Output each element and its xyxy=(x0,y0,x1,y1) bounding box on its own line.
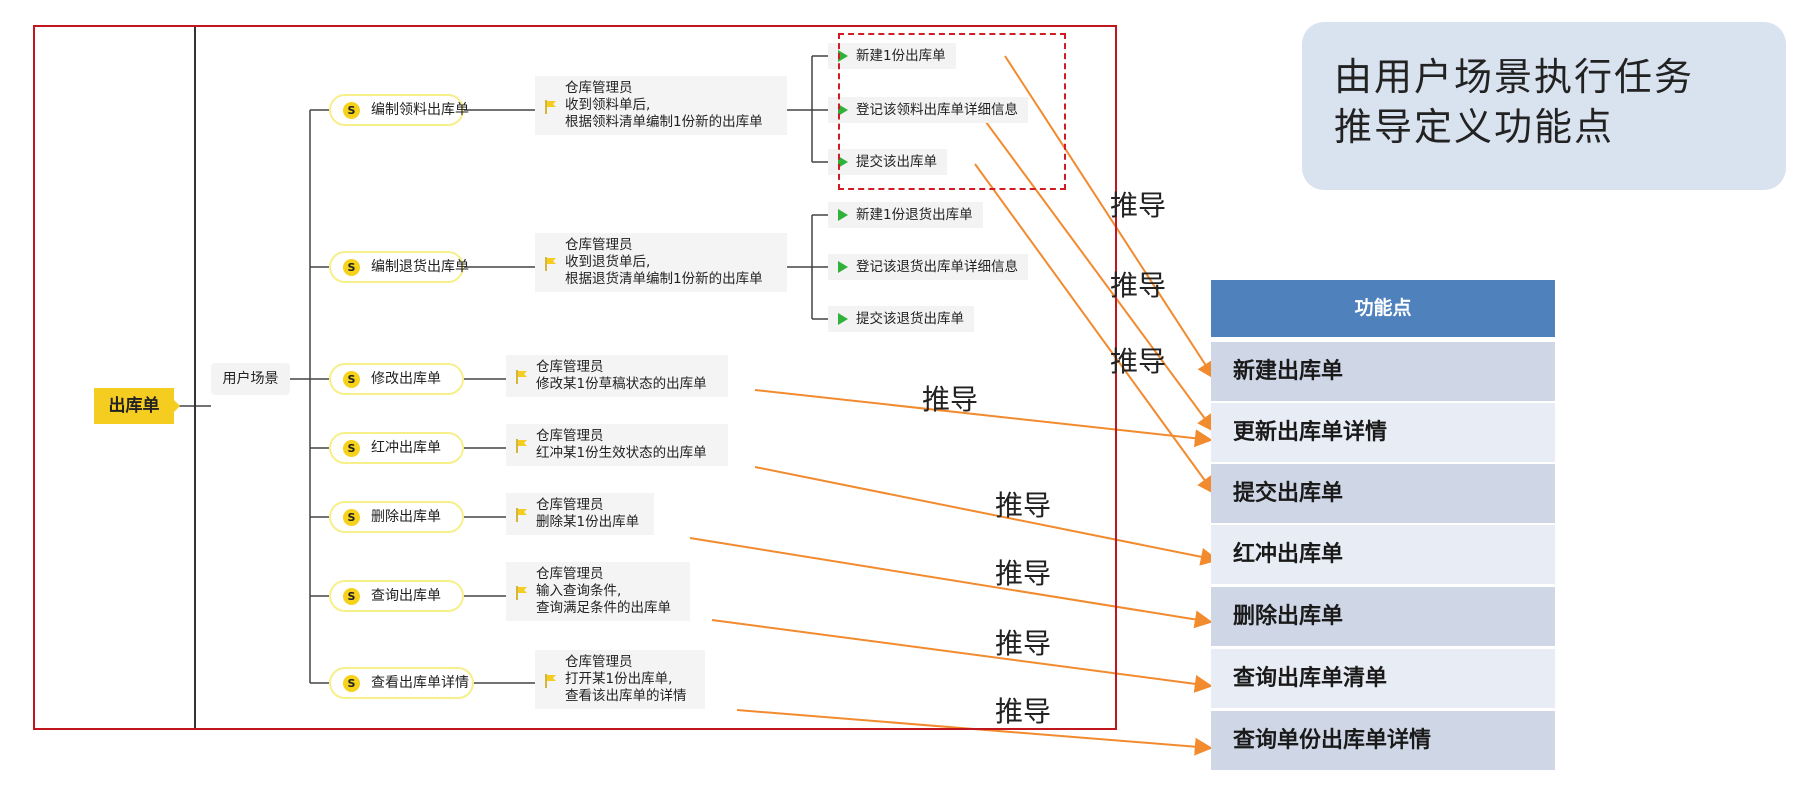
task-label: 提交该退货出库单 xyxy=(856,311,964,327)
task-label: 登记该领料出库单详细信息 xyxy=(856,102,1018,118)
scenario-label: 编制退货出库单 xyxy=(371,259,469,275)
role-line: 查询满足条件的出库单 xyxy=(536,600,671,616)
task-marker-icon xyxy=(838,209,848,221)
function-point-row[interactable]: 提交出库单 xyxy=(1211,464,1555,523)
mindmap-frame xyxy=(33,25,1117,730)
highlight-box xyxy=(838,33,1066,190)
function-point-row[interactable]: 查询出库单清单 xyxy=(1211,649,1555,708)
role-node[interactable]: 仓库管理员 收到退货单后, 根据退货清单编制1份新的出库单 xyxy=(535,233,787,292)
scenario-node[interactable]: S 删除出库单 xyxy=(329,501,464,533)
role-line: 仓库管理员 xyxy=(565,80,633,96)
scenario-node[interactable]: S 查询出库单 xyxy=(329,580,464,612)
scenario-label: 编制领料出库单 xyxy=(371,102,469,118)
scene-node[interactable]: 用户场景 xyxy=(211,363,290,395)
derive-label: 推导 xyxy=(995,557,1052,590)
role-node[interactable]: 仓库管理员 输入查询条件, 查询满足条件的出库单 xyxy=(506,562,690,621)
task-marker-icon xyxy=(838,104,848,116)
task-node[interactable]: 提交该出库单 xyxy=(828,149,947,175)
role-line: 收到退货单后, xyxy=(565,254,651,270)
task-marker-icon xyxy=(838,313,848,325)
flag-icon xyxy=(545,257,556,271)
scenario-label: 红冲出库单 xyxy=(371,440,441,456)
flag-icon xyxy=(516,370,527,384)
task-label: 新建1份出库单 xyxy=(856,48,946,64)
role-line: 仓库管理员 xyxy=(536,428,604,444)
scenario-node[interactable]: S 编制领料出库单 xyxy=(329,94,469,126)
role-line: 仓库管理员 xyxy=(536,566,604,582)
task-marker-icon xyxy=(838,50,848,62)
explanation-callout: 由用户场景执行任务 推导定义功能点 xyxy=(1302,22,1786,190)
function-point-row[interactable]: 查询单份出库单详情 xyxy=(1211,711,1555,770)
scenario-badge-icon: S xyxy=(343,371,360,388)
root-divider xyxy=(194,27,196,728)
scenario-badge-icon: S xyxy=(343,259,360,276)
callout-line: 推导定义功能点 xyxy=(1334,105,1615,149)
scenario-badge-icon: S xyxy=(343,440,360,457)
role-line: 仓库管理员 xyxy=(536,497,604,513)
role-node[interactable]: 仓库管理员 打开某1份出库单, 查看该出库单的详情 xyxy=(535,650,705,709)
scenario-badge-icon: S xyxy=(343,675,360,692)
scenario-node[interactable]: S 红冲出库单 xyxy=(329,432,464,464)
function-point-row[interactable]: 红冲出库单 xyxy=(1211,525,1555,584)
role-line: 根据退货清单编制1份新的出库单 xyxy=(565,271,763,287)
flag-icon xyxy=(545,100,556,114)
derive-label: 推导 xyxy=(995,695,1052,728)
task-label: 登记该退货出库单详细信息 xyxy=(856,259,1018,275)
function-point-header: 功能点 xyxy=(1211,280,1555,337)
task-node[interactable]: 登记该退货出库单详细信息 xyxy=(828,254,1028,280)
role-line: 修改某1份草稿状态的出库单 xyxy=(536,376,707,392)
role-line: 仓库管理员 xyxy=(565,654,633,670)
scenario-badge-icon: S xyxy=(343,509,360,526)
task-node[interactable]: 登记该领料出库单详细信息 xyxy=(828,97,1028,123)
task-node[interactable]: 新建1份出库单 xyxy=(828,43,956,69)
task-label: 新建1份退货出库单 xyxy=(856,207,973,223)
derive-label: 推导 xyxy=(922,383,979,416)
role-line: 根据领料清单编制1份新的出库单 xyxy=(565,114,763,130)
role-line: 红冲某1份生效状态的出库单 xyxy=(536,445,707,461)
derive-label: 推导 xyxy=(1110,189,1167,222)
flag-icon xyxy=(516,586,527,600)
scenario-label: 查询出库单 xyxy=(371,588,441,604)
derive-label: 推导 xyxy=(995,489,1052,522)
scenario-badge-icon: S xyxy=(343,588,360,605)
scenario-label: 修改出库单 xyxy=(371,371,441,387)
function-point-row[interactable]: 新建出库单 xyxy=(1211,342,1555,401)
role-node[interactable]: 仓库管理员 删除某1份出库单 xyxy=(506,493,654,535)
task-marker-icon xyxy=(838,156,848,168)
callout-line: 由用户场景执行任务 xyxy=(1334,55,1695,99)
role-line: 删除某1份出库单 xyxy=(536,514,640,530)
task-node[interactable]: 提交该退货出库单 xyxy=(828,306,974,332)
role-node[interactable]: 仓库管理员 收到领料单后, 根据领料清单编制1份新的出库单 xyxy=(535,76,787,135)
derive-label: 推导 xyxy=(1110,269,1167,302)
role-line: 查看该出库单的详情 xyxy=(565,688,687,704)
scenario-node[interactable]: S 编制退货出库单 xyxy=(329,251,469,283)
task-node[interactable]: 新建1份退货出库单 xyxy=(828,202,983,228)
role-line: 输入查询条件, xyxy=(536,583,622,599)
flag-icon xyxy=(516,508,527,522)
role-node[interactable]: 仓库管理员 红冲某1份生效状态的出库单 xyxy=(506,424,728,466)
scenario-label: 删除出库单 xyxy=(371,509,441,525)
role-line: 打开某1份出库单, xyxy=(565,671,673,687)
function-point-row[interactable]: 更新出库单详情 xyxy=(1211,403,1555,462)
root-node[interactable]: 出库单 xyxy=(94,388,180,424)
task-label: 提交该出库单 xyxy=(856,154,937,170)
derive-label: 推导 xyxy=(995,627,1052,660)
task-marker-icon xyxy=(838,261,848,273)
flag-icon xyxy=(516,439,527,453)
function-point-row[interactable]: 删除出库单 xyxy=(1211,587,1555,646)
scenario-badge-icon: S xyxy=(343,102,360,119)
role-node[interactable]: 仓库管理员 修改某1份草稿状态的出库单 xyxy=(506,355,728,397)
scenario-node[interactable]: S 查看出库单详情 xyxy=(329,667,474,699)
derive-label: 推导 xyxy=(1110,345,1167,378)
role-line: 收到领料单后, xyxy=(565,97,651,113)
role-line: 仓库管理员 xyxy=(565,237,633,253)
scenario-node[interactable]: S 修改出库单 xyxy=(329,363,464,395)
flag-icon xyxy=(545,674,556,688)
role-line: 仓库管理员 xyxy=(536,359,604,375)
scenario-label: 查看出库单详情 xyxy=(371,675,469,691)
